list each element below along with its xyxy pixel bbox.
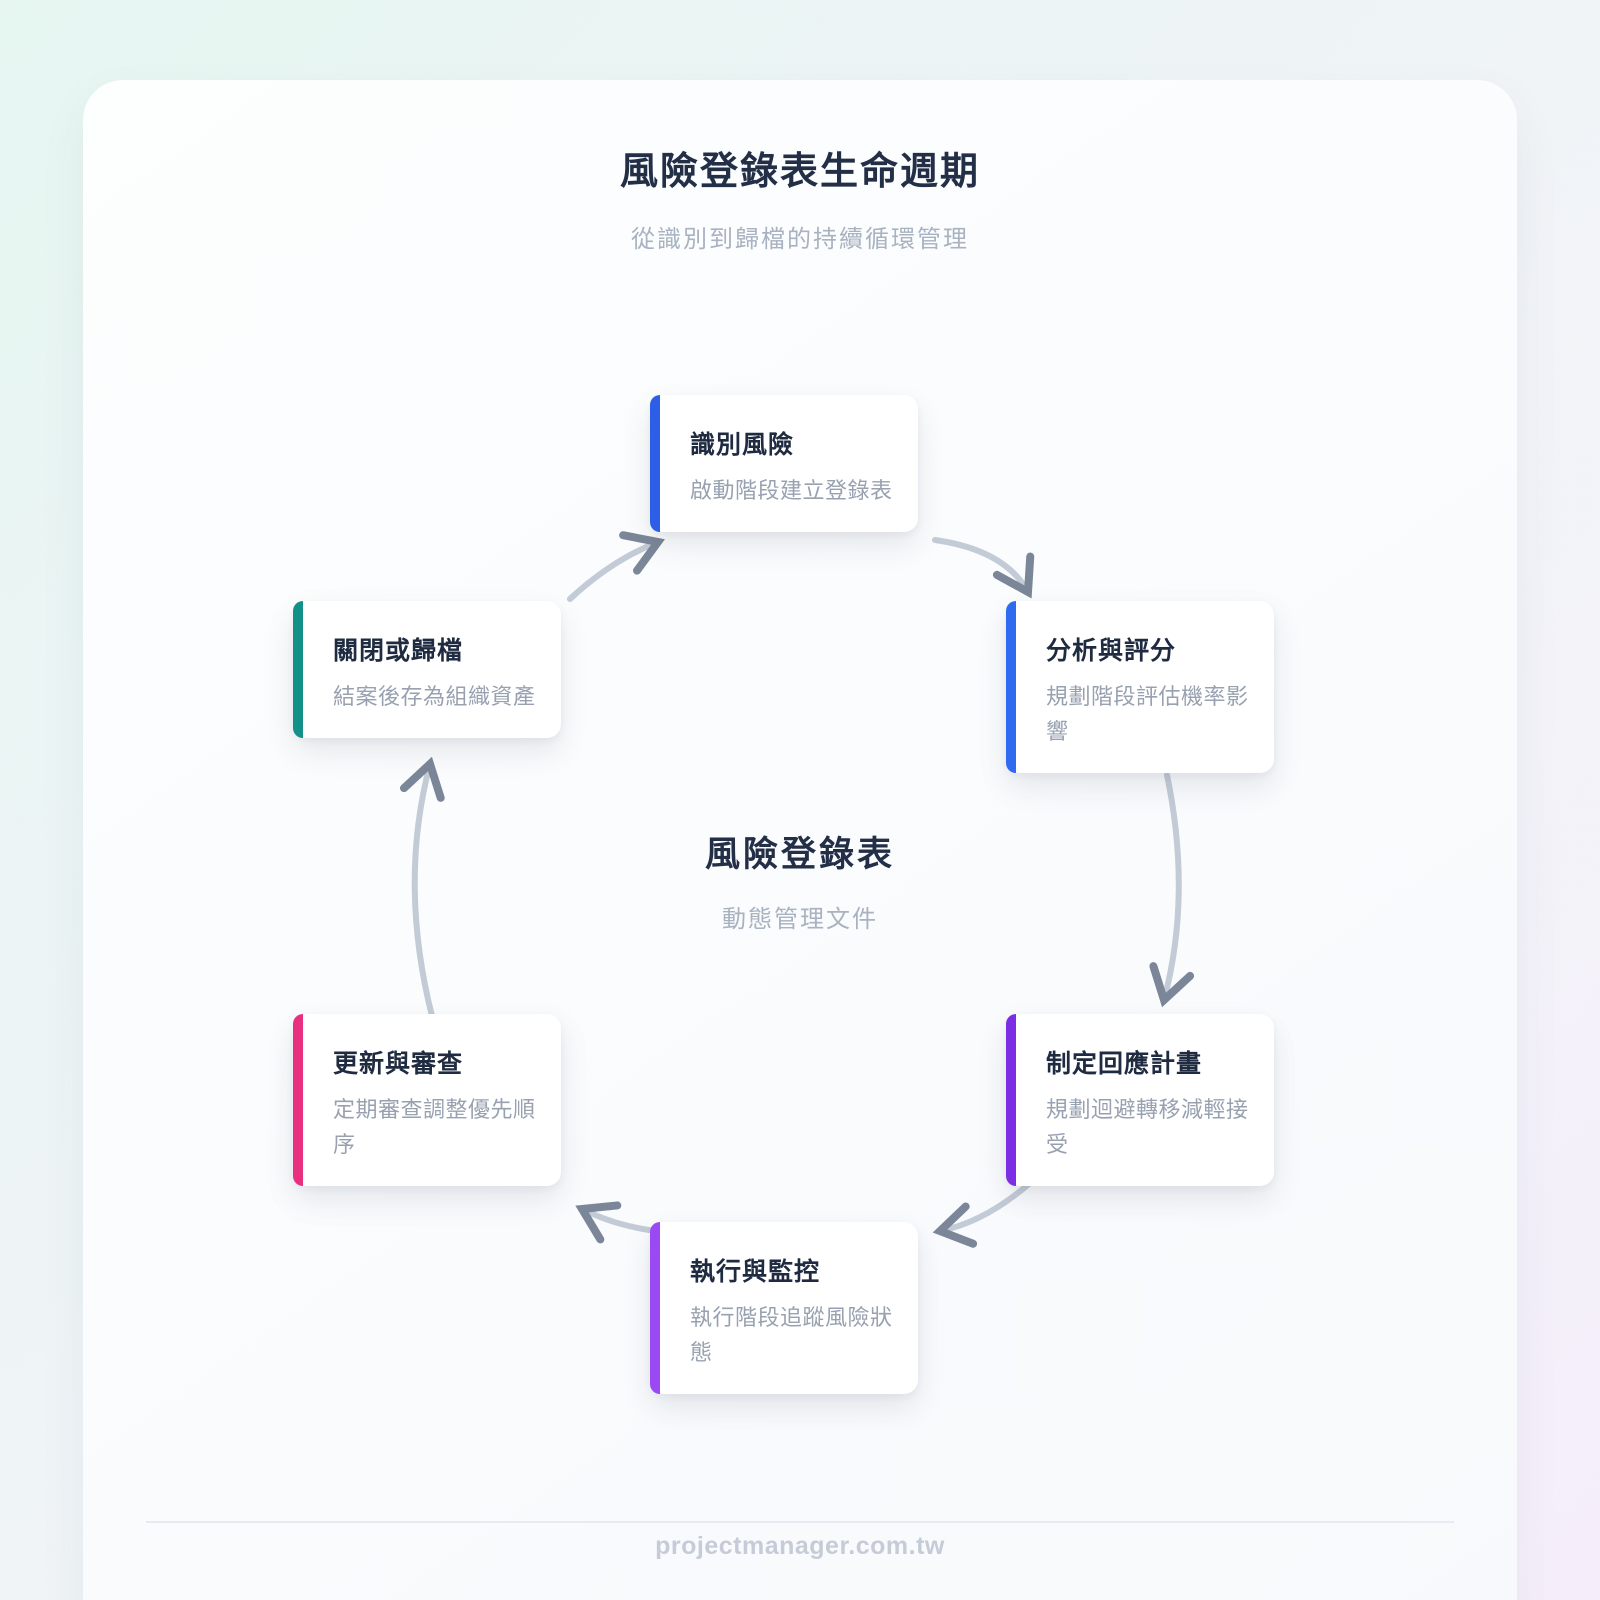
page-header: 風險登錄表生命週期 從識別到歸檔的持續循環管理 (0, 140, 1600, 254)
accent-bar (1006, 1014, 1016, 1186)
accent-bar (293, 601, 303, 738)
step-title: 分析與評分 (1046, 637, 1177, 665)
page-title: 風險登錄表生命週期 (619, 151, 980, 193)
step-title: 制定回應計畫 (1046, 1050, 1203, 1078)
step-card-identify: 識別風險 啟動階段建立登錄表 (650, 395, 918, 532)
cycle-center-label: 風險登錄表 動態管理文件 (0, 826, 1600, 934)
accent-bar (1006, 601, 1016, 773)
step-card-respond: 制定回應計畫 規劃迴避轉移減輕接受 (1006, 1014, 1274, 1186)
step-card-monitor: 執行與監控 執行階段追蹤風險狀態 (650, 1222, 918, 1394)
step-title: 更新與審查 (333, 1050, 464, 1078)
step-description: 結案後存為組織資產 (333, 684, 536, 709)
step-description: 規劃階段評估機率影響 (1046, 684, 1249, 744)
page-subtitle: 從識別到歸檔的持續循環管理 (631, 226, 969, 253)
accent-bar (293, 1014, 303, 1186)
step-description: 執行階段追蹤風險狀態 (690, 1305, 893, 1365)
step-card-analyze: 分析與評分 規劃階段評估機率影響 (1006, 601, 1274, 773)
center-subtitle: 動態管理文件 (722, 906, 878, 933)
center-title: 風險登錄表 (704, 835, 895, 874)
footer-brand: projectmanager.com.tw (655, 1532, 945, 1560)
accent-bar (650, 395, 660, 532)
step-card-review: 更新與審查 定期審查調整優先順序 (293, 1014, 561, 1186)
step-description: 定期審查調整優先順序 (333, 1097, 536, 1157)
step-title: 執行與監控 (690, 1258, 821, 1286)
footer-divider (146, 1521, 1454, 1523)
accent-bar (650, 1222, 660, 1394)
step-title: 識別風險 (690, 431, 795, 459)
step-description: 規劃迴避轉移減輕接受 (1046, 1097, 1249, 1157)
step-card-close: 關閉或歸檔 結案後存為組織資產 (293, 601, 561, 738)
step-description: 啟動階段建立登錄表 (690, 478, 893, 503)
step-title: 關閉或歸檔 (333, 637, 464, 665)
